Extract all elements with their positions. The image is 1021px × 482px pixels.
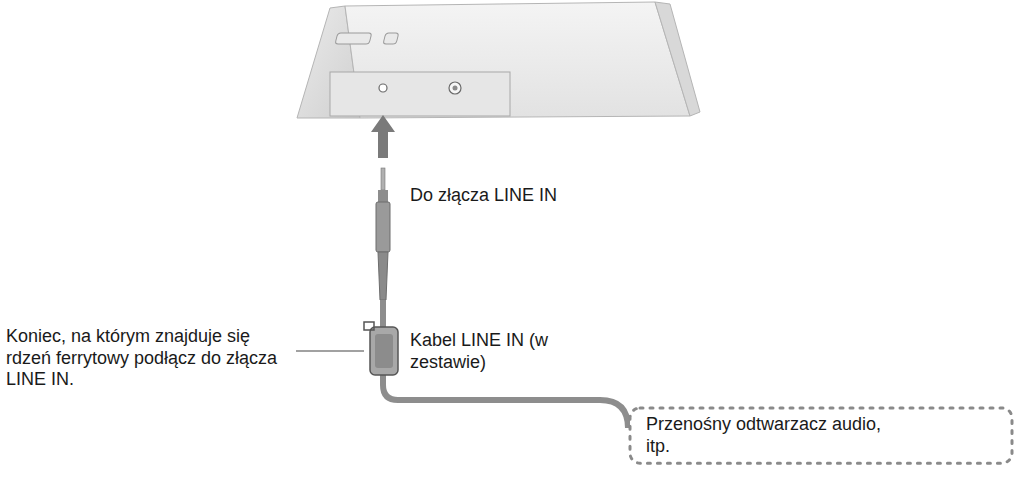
device-text: Przenośny odtwarzacz audio, itp. — [646, 414, 896, 457]
device-box: Przenośny odtwarzacz audio, itp. — [628, 406, 1014, 465]
callout-label: Do złącza LINE IN — [410, 185, 670, 207]
callout-label: Koniec, na którym znajduje się rdzeń fer… — [6, 326, 290, 391]
callout-label: Kabel LINE IN (w zestawie) — [410, 330, 610, 373]
